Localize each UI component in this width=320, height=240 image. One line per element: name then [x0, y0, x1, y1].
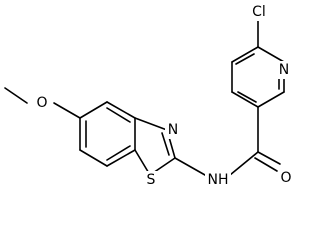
- bond-pyr-1-inner: [235, 53, 255, 65]
- atom-label-nh-amide: NH: [208, 172, 229, 188]
- atom-label-cl: Cl: [252, 4, 266, 20]
- bond-pyr-3: [231, 91, 259, 108]
- bond-c7-c7a-inner: [106, 145, 131, 161]
- bond-co-2: [254, 157, 278, 172]
- bonds: [4, 18, 285, 176]
- atom-label-o-carbonyl: O: [280, 170, 291, 186]
- atom-label-n-pyridine: N: [279, 62, 289, 78]
- atom-label-n-thiazole: N: [168, 122, 178, 138]
- bond-pyr-3-inner: [237, 91, 257, 103]
- bond-nh-c2: [174, 157, 206, 176]
- bond-co-1: [257, 151, 281, 165]
- bond-pyr-6: [257, 46, 285, 63]
- bond-c2-n-inner: [161, 132, 170, 156]
- bond-o-ch3: [4, 87, 28, 104]
- bond-c3a-c4: [106, 101, 136, 119]
- bond-c4-c5: [79, 101, 108, 119]
- bond-s-c7a: [134, 149, 151, 176]
- bond-pyr-4: [257, 91, 285, 108]
- bond-c5-o: [53, 102, 81, 119]
- bond-n-c3a: [134, 117, 168, 131]
- molecule-drawing: Cl N N S NH O O: [4, 3, 294, 189]
- bond-c7-c7a: [106, 149, 136, 167]
- bond-pyr-1: [231, 46, 259, 63]
- bond-c6-c7: [79, 149, 108, 167]
- structure-canvas: Cl N N S NH O O: [4, 3, 294, 189]
- bond-c-nh: [229, 151, 259, 176]
- atom-label-o-methoxy: O: [36, 95, 47, 111]
- bond-c3a-c4-inner: [106, 107, 131, 123]
- atom-labels: Cl N N S NH O O: [33, 3, 294, 189]
- atom-label-s-thiazole: S: [147, 172, 156, 188]
